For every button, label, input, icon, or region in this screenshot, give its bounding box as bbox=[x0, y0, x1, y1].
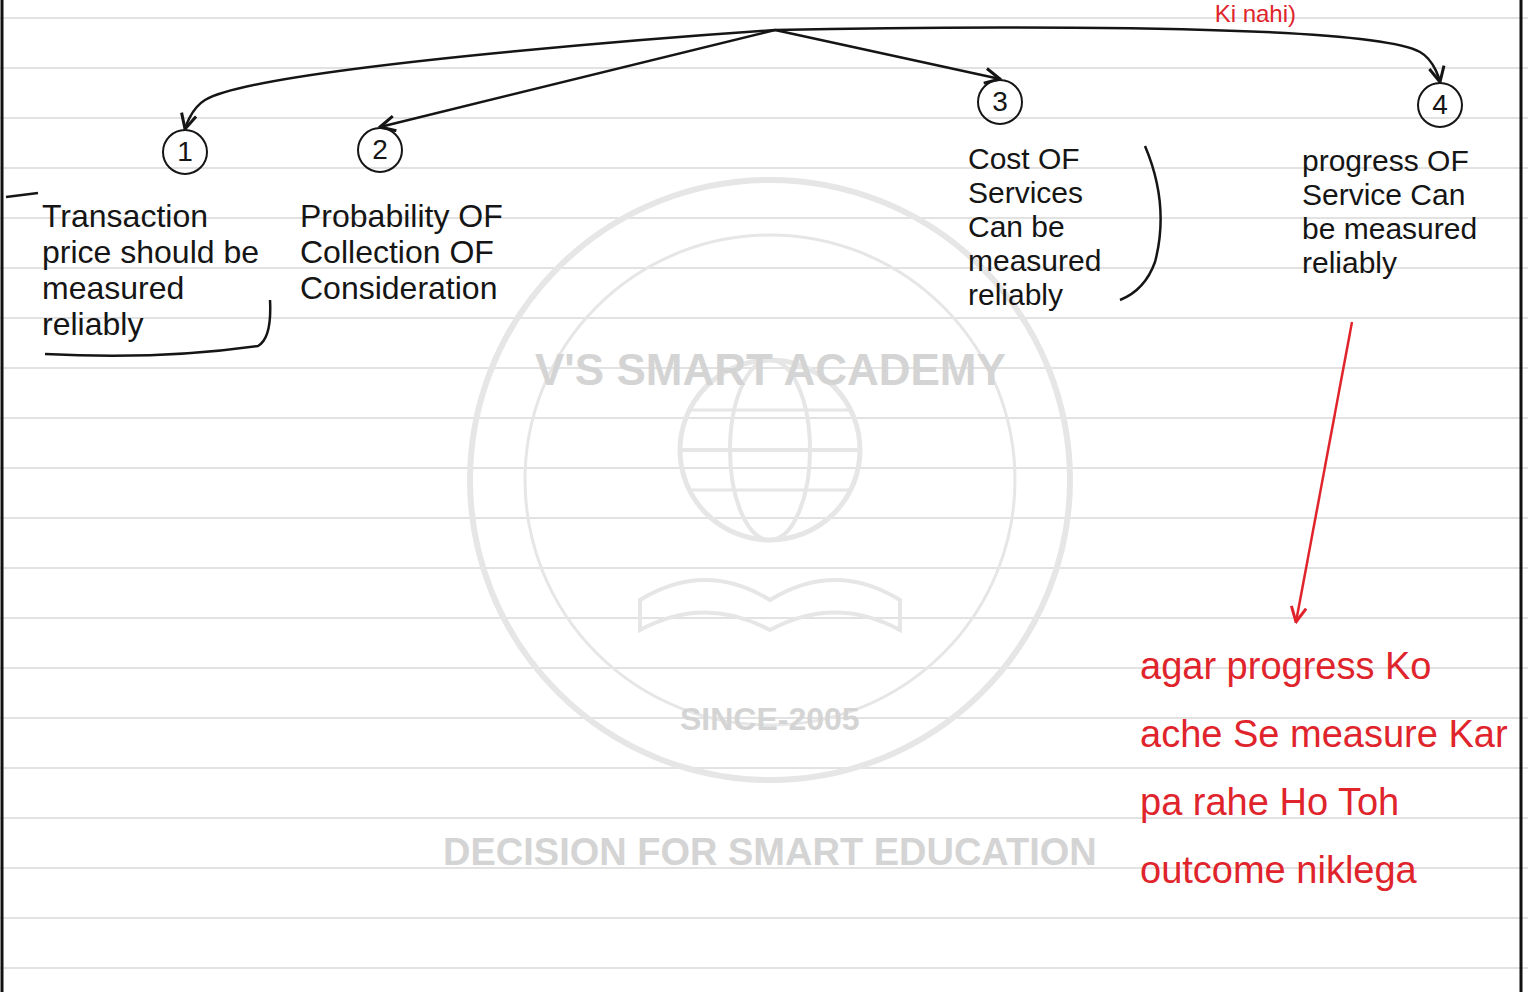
page-border bbox=[1520, 0, 1523, 992]
point-number: 1 bbox=[177, 137, 193, 167]
heading-text: Ki nahi) bbox=[704, 0, 1296, 28]
numbered-point: 4progress OF Service Can be measured rel… bbox=[1417, 82, 1463, 128]
brace bbox=[1120, 146, 1161, 300]
point-text: Cost OF Services Can be measured reliabl… bbox=[968, 142, 1140, 312]
watermark-text: SINCE-2005 bbox=[680, 700, 860, 738]
branch-arrow bbox=[775, 30, 1000, 79]
numbered-point: 3Cost OF Services Can be measured reliab… bbox=[977, 79, 1023, 125]
watermark-text: V'S SMART ACADEMY bbox=[535, 345, 1006, 395]
point-number: 3 bbox=[992, 87, 1008, 117]
page-border bbox=[1, 0, 4, 992]
watermark-text: DECISION FOR SMART EDUCATION bbox=[443, 830, 1097, 874]
note-text: agar progress Ko ache Se measure Kar pa … bbox=[1140, 632, 1512, 904]
point-text: Transaction price should be measured rel… bbox=[42, 198, 274, 342]
point-text: Probability OF Collection OF Considerati… bbox=[300, 198, 552, 306]
point-text: progress OF Service Can be measured reli… bbox=[1302, 144, 1480, 280]
branch-arrow bbox=[775, 27, 1440, 82]
numbered-point: 2Probability OF Collection OF Considerat… bbox=[357, 127, 403, 173]
heading-node: Ki nahi) bbox=[700, 0, 1300, 30]
leader-arrow bbox=[1296, 322, 1352, 622]
point-number: 4 bbox=[1432, 90, 1448, 120]
numbered-point: 1Transaction price should be measured re… bbox=[162, 129, 208, 175]
branch-arrow bbox=[185, 30, 775, 129]
point-number: 2 bbox=[372, 135, 388, 165]
ruled-lines bbox=[0, 18, 1528, 968]
branch-arrow bbox=[380, 30, 775, 127]
tick-mark bbox=[6, 193, 38, 197]
